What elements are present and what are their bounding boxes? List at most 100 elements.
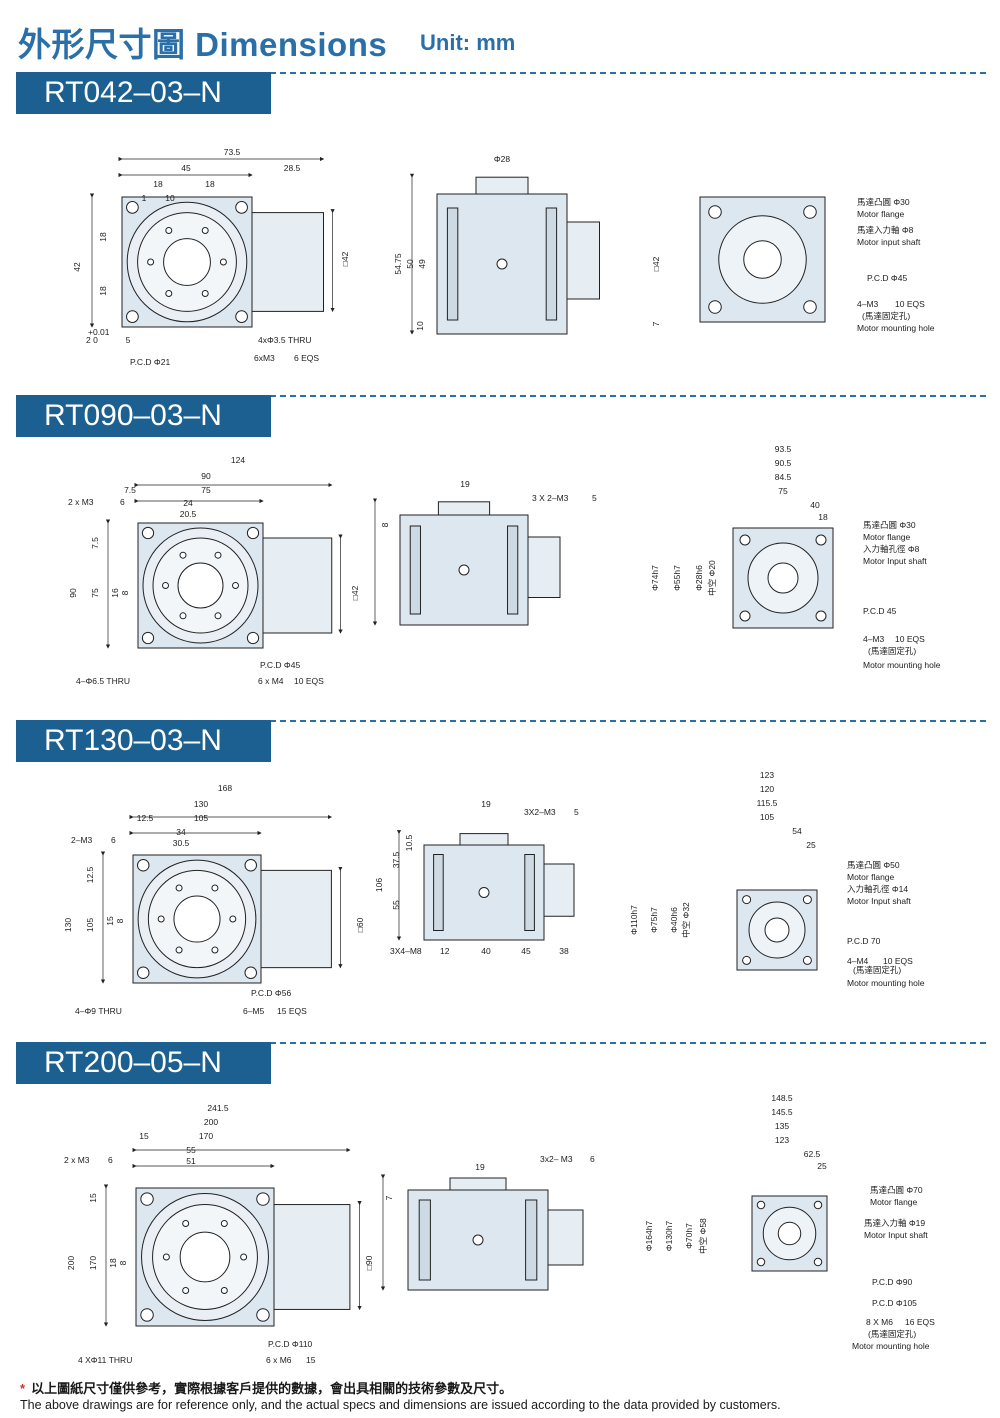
dimension-label: 75	[778, 486, 788, 496]
dimension-label: 51	[186, 1156, 196, 1166]
dimension-label: 4–M3	[863, 634, 885, 644]
dimension-label: 3X2–M3	[524, 807, 556, 817]
rib	[446, 207, 459, 321]
dimension-label: P.C.D Φ105	[872, 1298, 917, 1308]
dimension-label: P.C.D Φ90	[872, 1277, 912, 1287]
rib	[524, 854, 535, 931]
dimension-label: 18	[98, 286, 108, 296]
dimension-label: 90	[68, 588, 78, 598]
dimension-label: (馬達固定孔)	[868, 646, 916, 656]
tap-hole	[240, 1253, 248, 1261]
dimension-label: 37.5	[391, 851, 401, 868]
dimension-label: 10.5	[404, 834, 414, 851]
dimension-label: 40	[481, 946, 491, 956]
mount-hole	[140, 1192, 154, 1206]
dimension-label: 106	[374, 878, 384, 892]
center-bore	[173, 895, 221, 943]
tap-hole	[175, 884, 183, 892]
dimension-label: 15	[88, 1193, 98, 1203]
mount-hole	[136, 858, 150, 872]
dimension-label: 10 EQS	[895, 634, 925, 644]
tap-hole	[162, 1253, 170, 1261]
dimension-label: □42	[651, 256, 661, 271]
dimension-label: 123	[775, 1135, 789, 1145]
center-bore	[163, 238, 211, 286]
motor-adapter	[263, 1204, 351, 1310]
dimension-label: □42	[350, 585, 360, 600]
dimension-label: Motor Input shaft	[863, 556, 927, 566]
dimension-label: 16	[110, 588, 120, 598]
dimension-label: 馬達凸圓 Φ70	[870, 1185, 923, 1195]
dimension-label: 18	[108, 1258, 118, 1268]
output-shaft	[449, 1177, 507, 1191]
dimension-label: Motor input shaft	[857, 237, 921, 247]
dimension-label: 123	[760, 770, 774, 780]
dimension-label: 19	[475, 1162, 485, 1172]
dimension-label: □60	[355, 917, 365, 932]
dimension-label: 200	[66, 1256, 76, 1270]
dimension-label: 130	[194, 799, 208, 809]
dimension-label: Motor flange	[863, 532, 911, 542]
dimension-label: 168	[218, 783, 232, 793]
dimension-label: 中空 Φ58	[698, 1218, 708, 1254]
mount-hole	[244, 858, 258, 872]
dimension-label: 30.5	[173, 838, 190, 848]
grease-port	[472, 1234, 484, 1246]
dimension-label: Φ164h7	[644, 1221, 654, 1252]
dimension-label: 42	[72, 262, 82, 272]
dimension-label: 84.5	[775, 472, 792, 482]
dimension-label: 中空 Φ20	[707, 560, 717, 596]
dimension-label: 40	[810, 500, 820, 510]
grease-port	[478, 887, 490, 898]
dimension-label: P.C.D Φ45	[260, 660, 300, 670]
dimension-label: 12.5	[85, 866, 95, 883]
output-shaft	[437, 501, 491, 516]
dimension-label: 6	[590, 1154, 595, 1164]
model-title: RT042–03–N	[16, 72, 271, 114]
rib	[409, 525, 421, 615]
dimension-label: 8	[380, 522, 390, 527]
footnote-zh: *以上圖紙尺寸僅供參考，實際根據客戶提供的數據，會出具相關的技術參數及尺寸。	[20, 1378, 512, 1397]
dimension-label: 50	[405, 259, 415, 269]
dimension-label: Motor flange	[847, 872, 895, 882]
dimension-label: (馬達固定孔)	[853, 965, 901, 975]
mount-hole	[246, 631, 260, 645]
dimension-label: P.C.D Φ45	[867, 273, 907, 283]
dimension-label: (馬達固定孔)	[862, 311, 910, 321]
mount-hole	[141, 631, 155, 645]
dimension-label: 15	[105, 916, 115, 926]
dimension-label: 7	[384, 1195, 394, 1200]
tap-hole	[214, 612, 222, 620]
dimension-label: 4–Φ9 THRU	[75, 1006, 122, 1016]
divider	[270, 1042, 986, 1044]
motor-adapter-side	[543, 863, 575, 917]
dimension-label: 入力軸孔徑 Φ8	[863, 544, 920, 554]
divider	[270, 720, 986, 722]
tap-hole	[157, 915, 165, 923]
mount-hole	[756, 1257, 766, 1267]
dimension-label: 124	[231, 455, 245, 465]
dimension-label: 6 EQS	[294, 353, 319, 363]
model-title: RT090–03–N	[16, 395, 271, 437]
mount-hole	[140, 1308, 154, 1322]
dimension-label: 4–M4	[847, 956, 869, 966]
rib	[418, 1199, 431, 1281]
tap-hole	[182, 1220, 190, 1228]
dimension-label: □42	[340, 251, 350, 266]
dimension-label: 12.5	[137, 813, 154, 823]
rib	[507, 525, 519, 615]
dimension-label: 3X4–M8	[390, 946, 422, 956]
tap-hole	[220, 1286, 228, 1294]
mount-hole	[803, 205, 817, 219]
dimension-label: Φ55h7	[672, 565, 682, 591]
dimension-label: 8	[118, 1260, 128, 1265]
dimension-label: P.C.D 70	[847, 936, 881, 946]
dimension-label: 3 X 2–M3	[532, 493, 569, 503]
dimension-label: 105	[760, 812, 774, 822]
rib	[545, 207, 558, 321]
dimension-label: 12	[440, 946, 450, 956]
dimension-label: 18	[818, 512, 828, 522]
dimension-label: 1	[142, 193, 147, 203]
dimension-label: 6	[120, 497, 125, 507]
dimension-label: 2 x M3	[64, 1155, 90, 1165]
